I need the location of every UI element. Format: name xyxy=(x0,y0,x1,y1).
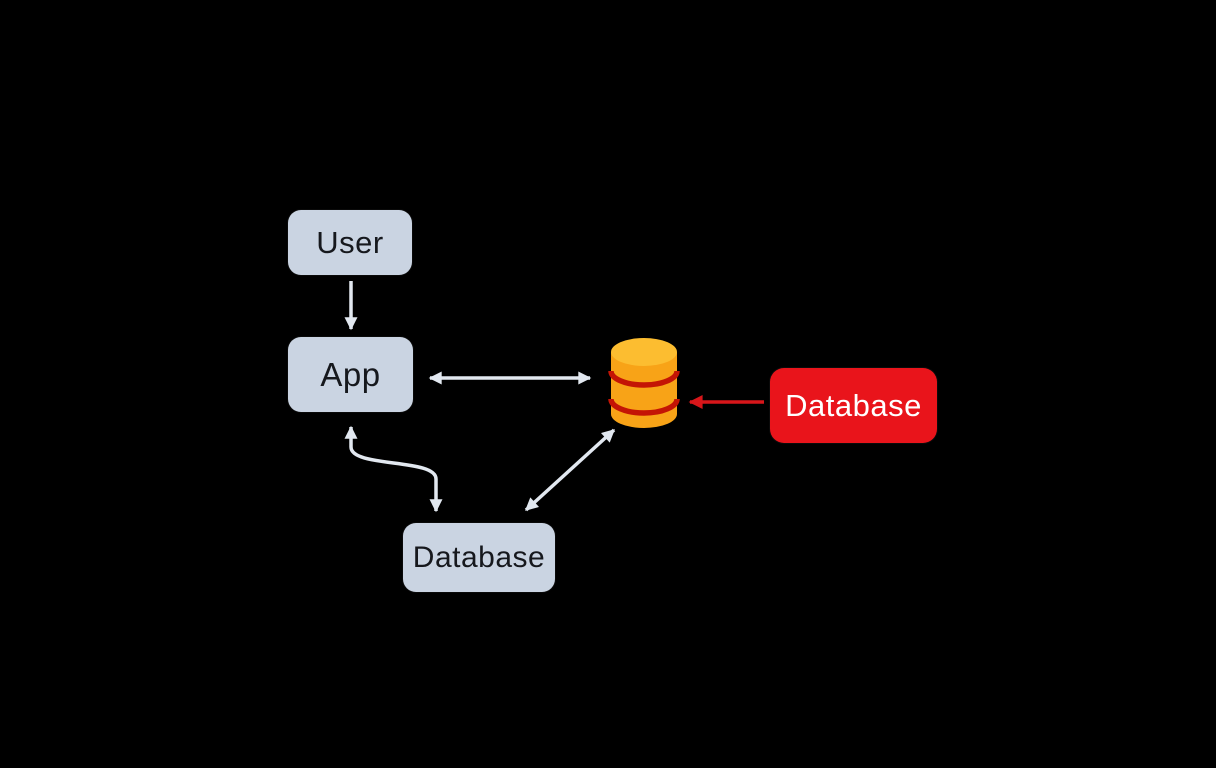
node-database-label: Database xyxy=(412,540,546,574)
edge-database-to-database-icon xyxy=(524,428,616,512)
database-icon xyxy=(608,338,680,428)
node-database-highlight-label: Database xyxy=(785,388,922,423)
node-database: Database xyxy=(403,523,555,592)
edge-app-to-database xyxy=(344,425,443,513)
node-app-label: App xyxy=(320,356,381,393)
node-user-label: User xyxy=(316,225,384,260)
node-app: App xyxy=(288,337,413,412)
node-user: User xyxy=(288,210,412,275)
node-database-highlight: Database xyxy=(770,368,937,443)
